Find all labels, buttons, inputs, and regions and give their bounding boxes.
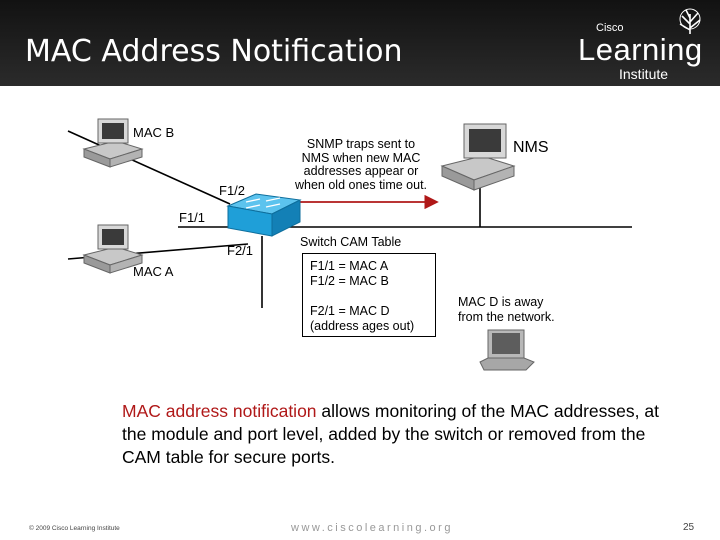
laptop-icon <box>479 329 535 371</box>
away-note-line: MAC D is away <box>458 295 544 309</box>
away-note-line: from the network. <box>458 309 555 324</box>
computer-icon-nms <box>440 123 516 191</box>
switch-icon <box>226 193 302 237</box>
slide-caption: MAC address notification allows monitori… <box>122 400 682 469</box>
cisco-learning-institute-logo: Cisco Learning Institute <box>570 4 720 84</box>
trap-note-line: NMS when new MAC <box>301 150 421 165</box>
trap-note-line: addresses appear or <box>303 164 419 178</box>
label-port-f1-2: F1/2 <box>219 183 246 198</box>
network-diagram <box>67 118 632 371</box>
cam-table-row: F1/2 = MAC B <box>310 273 389 288</box>
caption-highlight: MAC address notification <box>122 401 317 421</box>
logo-word: Learning <box>578 32 703 67</box>
slide-header: MAC Address Notification Cisco Learning … <box>0 0 720 86</box>
label-port-f1-1: F1/1 <box>179 210 206 225</box>
computer-icon-mac-b <box>82 118 144 168</box>
label-port-f2-1: F2/1 <box>227 243 254 258</box>
cam-table: F1/1 = MAC A F1/2 = MAC B F2/1 = MAC D (… <box>302 253 436 337</box>
trap-note: SNMP traps sent to NMS when new MAC addr… <box>282 137 440 192</box>
trap-note-line: when old ones time out. <box>294 177 428 192</box>
logo-sub: Institute <box>619 66 669 82</box>
computer-icon-mac-a <box>82 224 144 274</box>
slide-title: MAC Address Notification <box>25 34 403 69</box>
cam-table-entries: F1/1 = MAC A F1/2 = MAC B <box>310 259 389 288</box>
link-mac-b <box>67 130 231 205</box>
away-note: MAC D is away from the network. <box>458 295 555 324</box>
cam-table-row: (address ages out) <box>310 318 415 333</box>
cam-table-row: F2/1 = MAC D <box>310 304 390 318</box>
tree-icon <box>679 8 701 34</box>
footer-url: www.ciscolearning.org <box>291 522 453 534</box>
cam-table-aged-entry: F2/1 = MAC D (address ages out) <box>310 304 414 333</box>
cam-table-title: Switch CAM Table <box>300 235 402 249</box>
caption-body: allows monitoring of the MAC addresses, … <box>122 401 659 467</box>
cam-table-row: F1/1 = MAC A <box>310 259 389 273</box>
label-mac-a: MAC A <box>133 264 174 279</box>
label-mac-b: MAC B <box>133 125 175 140</box>
page-number: 25 <box>683 522 695 533</box>
footer-copyright: © 2009 Cisco Learning Institute <box>29 525 120 532</box>
label-nms: NMS <box>513 139 549 156</box>
logo-brand: Cisco <box>596 22 624 34</box>
trap-note-line: SNMP traps sent to <box>306 137 416 151</box>
